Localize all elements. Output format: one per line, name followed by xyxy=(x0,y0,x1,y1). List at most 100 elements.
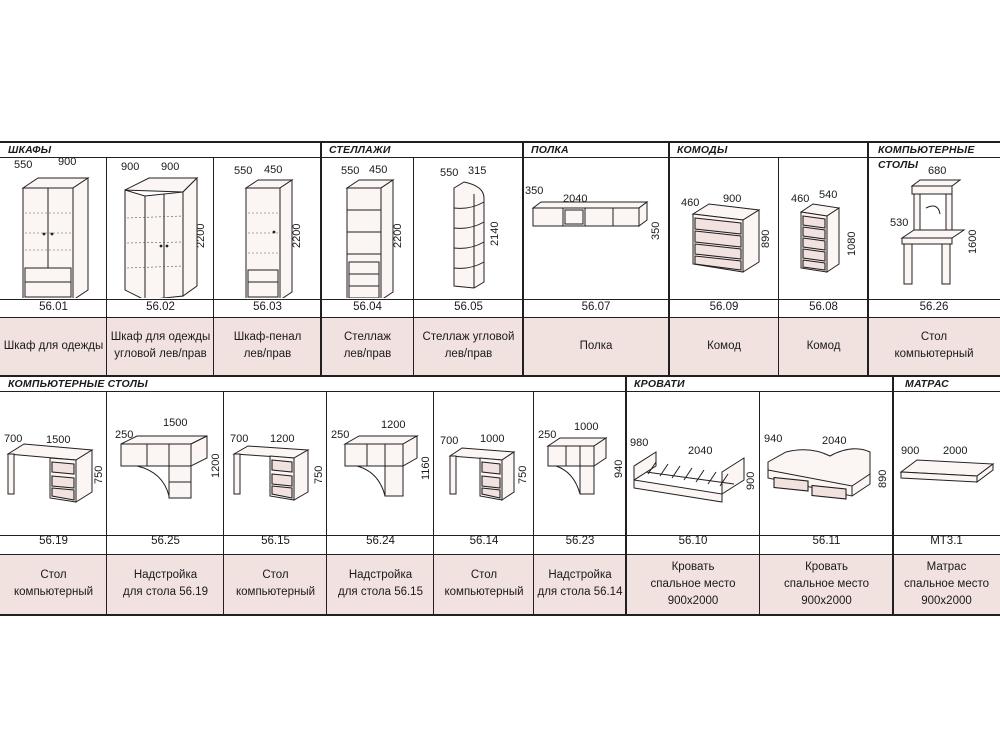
item-name: Комод xyxy=(779,317,868,375)
dim-depth: 530 xyxy=(890,217,908,229)
corner-wardrobe-drawing: 900 900 2200 xyxy=(121,161,207,298)
dim-depth: 980 xyxy=(630,437,648,449)
dim-width: 680 xyxy=(928,165,946,177)
cell-border xyxy=(320,141,322,376)
dim-width: 1500 xyxy=(163,417,187,429)
item-code: 56.01 xyxy=(39,301,68,313)
item-name: Стол компьютерный xyxy=(868,317,1000,375)
item-code: 56.26 xyxy=(919,301,949,313)
pencil-case-wardrobe-drawing: 550 450 2200 xyxy=(234,164,303,298)
dim-height: 2200 xyxy=(392,224,404,248)
cell-border xyxy=(433,392,434,616)
desk-hutch-drawing: 250 1200 1160 xyxy=(331,419,432,497)
item-56-05: 550 315 2140 56.05 xyxy=(414,158,523,375)
dim-height: 1080 xyxy=(846,232,858,256)
dim-width: 2040 xyxy=(822,435,846,447)
dim-depth: 460 xyxy=(791,193,809,205)
item-name: Кровать спальное место 900х2000 xyxy=(626,554,760,614)
dim-width: 1500 xyxy=(46,434,70,446)
dim-depth: 940 xyxy=(764,433,782,445)
dim-depth: 900 xyxy=(121,161,139,173)
computer-desk-drawing: 700 1500 750 xyxy=(4,433,105,503)
item-56-19: 700 1500 750 56.19 xyxy=(0,392,107,614)
dim-depth: 700 xyxy=(4,433,22,445)
item-code: 56.02 xyxy=(146,301,175,313)
cell-border xyxy=(106,158,107,376)
dresser-wide-drawing: 460 900 890 xyxy=(681,193,772,273)
cell-border xyxy=(213,158,214,376)
item-name: Стол компьютерный xyxy=(434,554,534,614)
item-code: 56.05 xyxy=(454,301,483,313)
dim-height: 940 xyxy=(613,460,625,478)
item-56-10: 980 2040 900 56.10 xyxy=(626,392,760,614)
item-56-14: 700 1000 750 56.14 xyxy=(434,392,534,614)
dim-depth: 700 xyxy=(230,433,248,445)
dim-depth: 700 xyxy=(440,435,458,447)
dim-width: 1000 xyxy=(574,421,598,433)
dim-height: 1160 xyxy=(420,456,432,480)
dim-width: 1200 xyxy=(381,419,405,431)
item-56-01: 550 900 2200 56.01 xyxy=(0,158,107,375)
cell-border xyxy=(413,158,414,376)
item-code: 56.04 xyxy=(353,301,382,313)
mattress-drawing: 900 2000 xyxy=(899,445,995,483)
dim-width: 450 xyxy=(264,164,282,176)
dim-height: 750 xyxy=(517,466,529,484)
cell-border xyxy=(867,141,869,376)
corner-rack-drawing: 550 315 2140 xyxy=(440,165,501,289)
item-56-07: 350 2040 350 56.07 xyxy=(523,158,669,375)
item-code: 56.03 xyxy=(253,301,282,313)
item-code: 56.07 xyxy=(581,301,611,313)
item-56-03: 550 450 2200 56.03 xyxy=(214,158,321,375)
item-code: 56.11 xyxy=(812,535,841,547)
cell-border xyxy=(533,392,534,616)
dim-height: 900 xyxy=(745,472,757,490)
bed-drawing: 980 2040 900 xyxy=(630,437,757,503)
item-name: Шкаф для одежды xyxy=(0,317,107,375)
dim-height: 2140 xyxy=(489,222,501,246)
dim-height: 1600 xyxy=(967,230,979,254)
dim-width: 1000 xyxy=(480,433,504,445)
item-56-08: 460 540 1080 56.08 xyxy=(779,158,868,375)
dim-width: 450 xyxy=(369,164,387,176)
item-56-02: 900 900 2200 56.02 xyxy=(107,158,214,375)
dim-width: 900 xyxy=(58,158,76,168)
item-56-23: 250 1000 940 56.23 xyxy=(534,392,626,614)
cell-border xyxy=(892,375,894,616)
item-mt3-1: 900 2000 МТ3.1 xyxy=(893,392,1000,614)
desk-hutch-drawing: 250 1000 940 xyxy=(538,421,625,495)
dim-depth: 900 xyxy=(901,445,919,457)
cell-border xyxy=(106,392,107,616)
category-header-wardrobes: ШКАФЫ xyxy=(0,141,321,158)
item-code: 56.19 xyxy=(39,535,68,547)
item-code: МТ3.1 xyxy=(930,535,963,547)
category-header-racks: СТЕЛЛАЖИ xyxy=(321,141,523,158)
divider xyxy=(0,317,1000,318)
item-code: 56.15 xyxy=(261,535,290,547)
dim-depth: 250 xyxy=(331,429,349,441)
item-name: Стол компьютерный xyxy=(0,554,107,614)
dim-depth: 250 xyxy=(538,429,556,441)
dim-width: 540 xyxy=(819,189,837,201)
cell-border xyxy=(625,375,627,616)
item-56-24: 250 1200 1160 56.24 xyxy=(327,392,434,614)
dresser-tall-drawing: 460 540 1080 xyxy=(791,189,858,273)
category-header-shelf: ПОЛКА xyxy=(523,141,669,158)
cell-border xyxy=(759,392,760,616)
item-56-25: 250 1500 1200 56.25 xyxy=(107,392,224,614)
item-code: 56.24 xyxy=(366,535,395,547)
item-name: Надстройка для стола 56.19 xyxy=(107,554,224,614)
cell-border xyxy=(522,141,524,376)
item-code: 56.23 xyxy=(565,535,595,547)
item-code: 56.14 xyxy=(469,535,499,547)
dim-width: 315 xyxy=(468,165,486,177)
dim-depth: 550 xyxy=(440,167,458,179)
item-56-15: 700 1200 750 56.15 xyxy=(224,392,327,614)
dim-depth: 550 xyxy=(234,165,252,177)
item-name: Шкаф-пенал лев/прав xyxy=(214,317,321,375)
dim-width: 1200 xyxy=(270,433,294,445)
rack-drawing: 550 450 2200 xyxy=(341,164,404,298)
dim-height: 890 xyxy=(760,230,772,248)
divider xyxy=(0,614,1000,616)
dim-height: 2200 xyxy=(195,224,207,248)
